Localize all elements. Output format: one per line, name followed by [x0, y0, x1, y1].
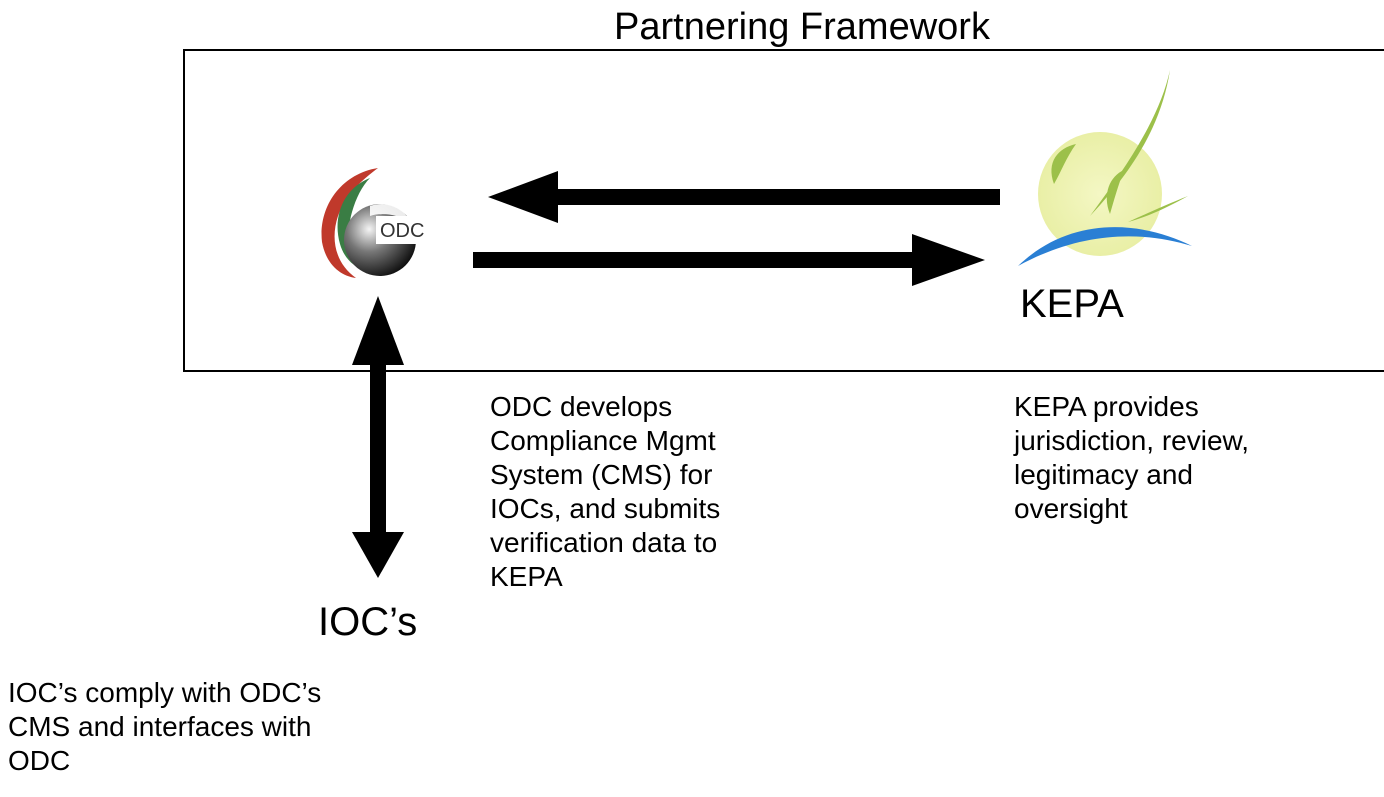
odc-description-line: verification data to	[490, 527, 718, 558]
odc-description-line: Compliance Mgmt	[490, 425, 716, 456]
kepa-description-line: KEPA provides	[1014, 391, 1199, 422]
odc-logo-text: ODC	[380, 220, 424, 242]
iocs-description-line: ODC	[8, 745, 71, 776]
arrow-odc-iocs-bidirectional	[352, 296, 404, 578]
kepa-logo	[1010, 66, 1210, 276]
odc-description-line: ODC develops	[490, 391, 673, 422]
odc-description-line: KEPA	[490, 561, 563, 592]
arrow-odc-to-kepa	[473, 234, 985, 286]
kepa-description-line: oversight	[1014, 493, 1128, 524]
partnering-framework-frame	[183, 49, 1384, 372]
kepa-logo-icon	[1018, 70, 1192, 266]
iocs-description-line: IOC’s comply with ODC’s	[8, 677, 322, 708]
diagram-title: Partnering Framework	[614, 6, 990, 48]
kepa-description: KEPA provides jurisdiction, review, legi…	[1014, 390, 1344, 526]
odc-logo-icon: ODC	[321, 168, 456, 278]
odc-description-line: System (CMS) for	[490, 459, 713, 490]
kepa-description-line: jurisdiction, review,	[1014, 425, 1249, 456]
iocs-description-line: CMS and interfaces with	[8, 711, 312, 742]
iocs-description: IOC’s comply with ODC’s CMS and interfac…	[8, 676, 448, 778]
odc-description-line: IOCs, and submits	[490, 493, 721, 524]
kepa-label: KEPA	[1020, 282, 1124, 326]
kepa-description-line: legitimacy and	[1014, 459, 1193, 490]
arrow-kepa-to-odc	[488, 171, 1000, 223]
odc-logo: ODC	[300, 160, 470, 290]
iocs-label: IOC’s	[318, 600, 418, 644]
odc-description: ODC develops Compliance Mgmt System (CMS…	[490, 390, 820, 594]
